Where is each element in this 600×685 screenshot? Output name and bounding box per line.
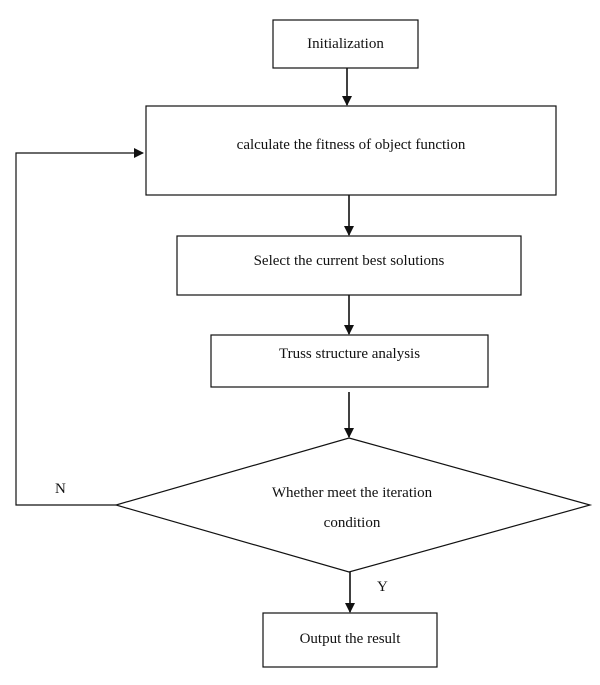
truss-label: Truss structure analysis	[279, 346, 420, 362]
loop-back-connector	[15, 148, 144, 506]
fitness-box	[145, 105, 557, 196]
initialization-box	[272, 19, 419, 69]
output-step: Output the result	[262, 612, 438, 668]
decision-label-line2: condition	[324, 515, 381, 531]
initialization-step: Initialization	[272, 19, 419, 69]
decision-diamond	[113, 437, 593, 573]
yes-branch-label: Y	[377, 579, 388, 595]
select-step: Select the current best solutions	[176, 235, 522, 296]
output-box	[262, 612, 438, 668]
select-box	[176, 235, 522, 296]
truss-box	[210, 334, 489, 388]
fitness-step: calculate the fitness of object function	[145, 105, 557, 196]
initialization-label: Initialization	[307, 36, 384, 52]
decision-step: Whether meet the iteration condition	[113, 437, 593, 573]
output-label: Output the result	[300, 631, 402, 647]
decision-label-line1: Whether meet the iteration	[272, 485, 433, 501]
truss-step: Truss structure analysis	[210, 334, 489, 388]
select-label: Select the current best solutions	[254, 253, 445, 269]
fitness-label: calculate the fitness of object function	[237, 137, 466, 153]
no-branch-label: N	[55, 481, 66, 497]
